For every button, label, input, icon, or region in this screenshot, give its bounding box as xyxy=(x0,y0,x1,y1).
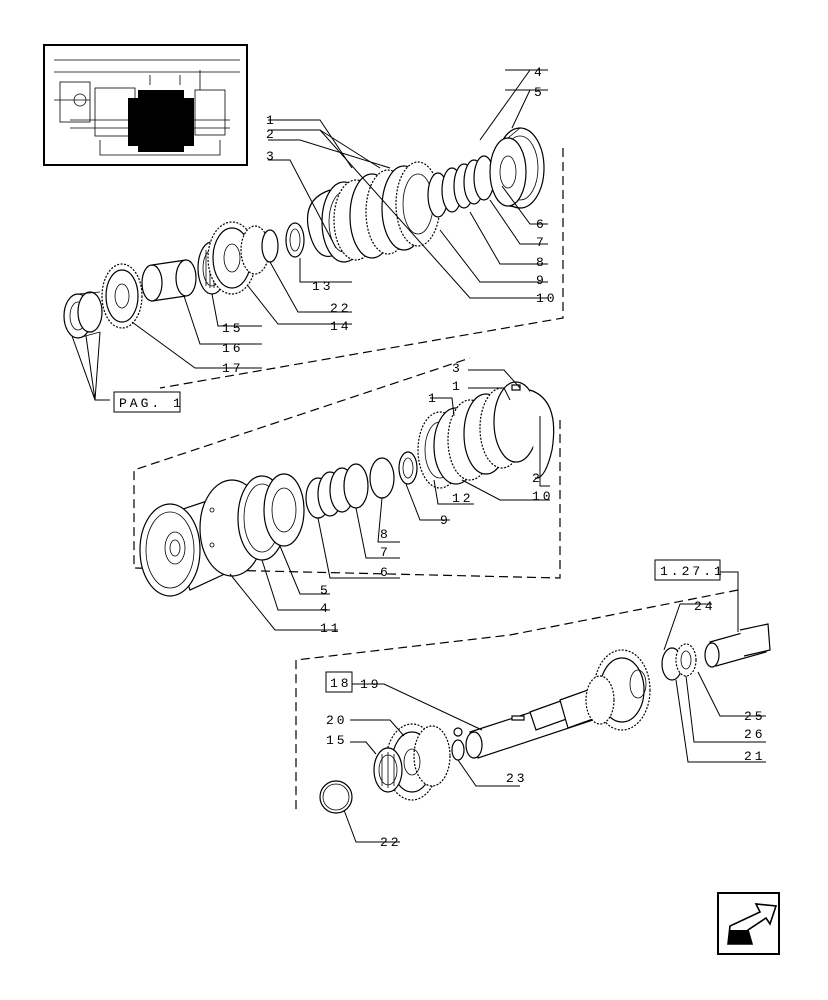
callout-13: 13 xyxy=(312,279,334,294)
spring-pack-6-9 xyxy=(427,155,495,218)
callouts-group-1: 4 5 1 2 3 6 7 8 9 10 13 22 14 15 16 17 xyxy=(222,65,558,376)
gear-on-shaft xyxy=(585,649,651,731)
sleeve-16 xyxy=(141,259,197,302)
callout-6: 6 xyxy=(536,217,547,232)
callout-8: 8 xyxy=(536,255,547,270)
washer-23 xyxy=(451,727,465,761)
callout-2-g2: 2 xyxy=(532,471,543,486)
transmission-thumbnail-icon[interactable] xyxy=(43,44,248,166)
callout-15: 15 xyxy=(222,321,244,336)
ref-18-text: 18 xyxy=(330,676,352,691)
snap-ring-22-g3 xyxy=(319,780,353,814)
gear-20 xyxy=(385,723,451,801)
gear-17 xyxy=(101,263,143,329)
callout-5: 5 xyxy=(534,85,545,100)
callout-6-g2: 6 xyxy=(380,565,391,580)
callout-4-g2: 4 xyxy=(320,601,331,616)
piston-4-5 xyxy=(489,127,545,209)
callout-10: 10 xyxy=(536,291,558,306)
needle-bearing-21 xyxy=(661,643,697,681)
spring-pack-6-9-g2 xyxy=(305,451,418,519)
leader-lines xyxy=(71,69,766,843)
ref-box-18[interactable]: 18 xyxy=(325,671,353,693)
ref-pag1-text: PAG. 1 xyxy=(119,396,184,411)
piston-4-5-g2 xyxy=(237,473,305,561)
callout-3: 3 xyxy=(266,149,277,164)
callout-9: 9 xyxy=(536,273,547,288)
callout-15-g3: 15 xyxy=(326,733,348,748)
callout-21: 21 xyxy=(744,749,766,764)
callout-5-g2: 5 xyxy=(320,583,331,598)
callout-23: 23 xyxy=(506,771,528,786)
ref-box-pag1[interactable]: PAG. 1 xyxy=(113,391,184,413)
back-arrow-icon[interactable] xyxy=(717,892,780,955)
callout-8-g2: 8 xyxy=(380,527,391,542)
callout-1: 1 xyxy=(266,113,277,128)
bearing-part xyxy=(63,291,103,339)
ref-box-1-27-1[interactable]: 1.27.1 xyxy=(654,559,725,581)
callout-11: 11 xyxy=(320,621,342,636)
callout-26: 26 xyxy=(744,727,766,742)
callout-22-g3: 22 xyxy=(380,835,402,850)
group-3-boundary xyxy=(295,589,739,810)
callout-24: 24 xyxy=(694,599,716,614)
group-1-boundary xyxy=(159,148,564,389)
callout-2: 2 xyxy=(266,127,277,142)
callout-9-g2: 9 xyxy=(440,513,451,528)
gear-14 xyxy=(207,221,270,295)
callout-19: 19 xyxy=(360,677,382,692)
clutch-plates-1-2 xyxy=(321,161,441,263)
callout-25: 25 xyxy=(744,709,766,724)
callout-12: 12 xyxy=(452,491,474,506)
ref-1-27-1-text: 1.27.1 xyxy=(660,564,725,579)
callout-20: 20 xyxy=(326,713,348,728)
group-2-boundary xyxy=(133,357,561,579)
callout-10-g2: 10 xyxy=(532,489,554,504)
callout-17: 17 xyxy=(222,361,244,376)
callouts-group-3: 24 25 26 21 19 20 15 23 22 xyxy=(326,599,766,850)
callout-16: 16 xyxy=(222,341,244,356)
callout-1-g2a: 1 xyxy=(452,379,463,394)
callout-7: 7 xyxy=(536,235,547,250)
callout-14: 14 xyxy=(330,319,352,334)
callout-7-g2: 7 xyxy=(380,545,391,560)
callout-3-g2: 3 xyxy=(452,361,463,376)
callouts-group-2: 3 1 1 2 10 12 9 8 7 6 5 4 11 xyxy=(320,361,554,636)
needle-bearing-15-g3 xyxy=(373,747,403,793)
callout-22: 22 xyxy=(330,301,352,316)
clutch-plates-1-2-g2 xyxy=(417,381,555,489)
ring-22-13 xyxy=(261,222,305,263)
shaft-stub-25 xyxy=(704,623,771,668)
callout-4: 4 xyxy=(534,65,545,80)
callout-1-g2b: 1 xyxy=(428,391,439,406)
